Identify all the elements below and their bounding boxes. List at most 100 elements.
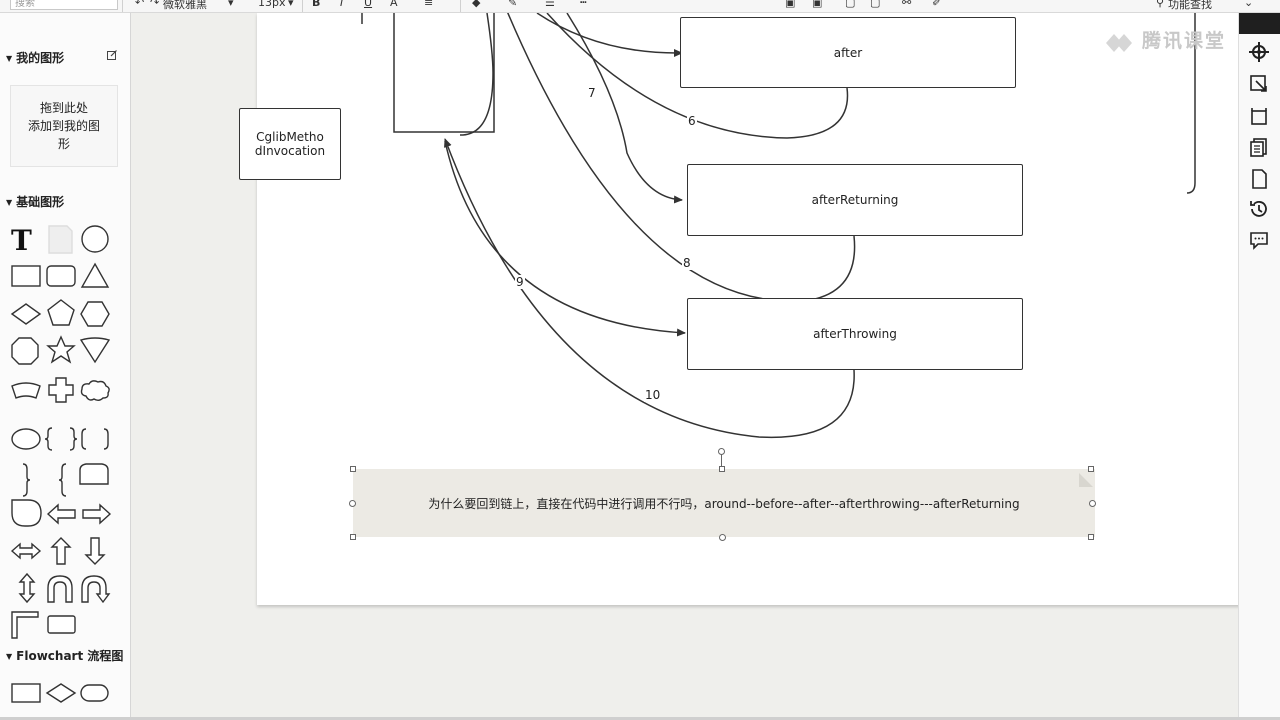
diamond-shape-icon[interactable]: [10, 303, 42, 325]
font-size-select[interactable]: 13px: [258, 0, 286, 9]
invoker-box[interactable]: [393, 13, 495, 133]
chevron-down-icon[interactable]: ▾: [288, 0, 294, 9]
font-color-button[interactable]: A: [390, 0, 398, 9]
my-shapes-header[interactable]: ▼我的图形: [6, 49, 64, 66]
format-painter-icon[interactable]: ✐: [932, 0, 942, 9]
line-width-icon[interactable]: ☰: [545, 0, 555, 9]
resize-handle-w[interactable]: [349, 500, 356, 507]
resize-handle-se[interactable]: [1088, 534, 1094, 540]
octagon-shape-icon[interactable]: [11, 337, 39, 365]
edge-label-6[interactable]: 6: [687, 114, 697, 128]
edge-label-10[interactable]: 10: [644, 388, 662, 402]
resize-handle-n[interactable]: [719, 466, 725, 472]
rectangle-small-shape-icon[interactable]: [47, 615, 76, 634]
edge-label-9[interactable]: 9: [515, 275, 525, 289]
edit-icon[interactable]: [107, 50, 117, 60]
curly-left-shape-icon[interactable]: [58, 463, 67, 497]
speech-bubble-shape-icon[interactable]: [11, 428, 41, 450]
line-color-icon[interactable]: ✎: [508, 0, 518, 9]
brace-right-shape-icon[interactable]: [69, 427, 78, 451]
node-after[interactable]: after: [680, 17, 1016, 88]
line-style-icon[interactable]: ┅: [580, 0, 587, 9]
rectangle-shape-icon[interactable]: [11, 265, 41, 287]
selected-note-shape[interactable]: 为什么要回到链上，直接在代码中进行调用不行吗，around--before--a…: [353, 469, 1095, 537]
pages-icon[interactable]: [1248, 136, 1270, 158]
decision-shape-icon[interactable]: [45, 683, 77, 703]
node-cglib-method-invocation[interactable]: CglibMetho dInvocation: [239, 108, 341, 180]
text-shape-icon[interactable]: T: [11, 224, 32, 257]
arrow-left-shape-icon[interactable]: [46, 503, 76, 525]
arrow-left-right-shape-icon[interactable]: [10, 542, 42, 560]
chevron-down-icon[interactable]: ▾: [228, 0, 234, 9]
node-after-returning[interactable]: afterReturning: [687, 164, 1023, 236]
my-shapes-drop-zone[interactable]: 拖到此处 添加到我的图 形: [10, 85, 118, 167]
align-icon[interactable]: ≡: [424, 0, 434, 9]
u-turn-arrow-shape-icon[interactable]: [81, 575, 111, 604]
resize-handle-e[interactable]: [1089, 500, 1096, 507]
feature-search-button[interactable]: 功能查找: [1168, 0, 1212, 11]
cone-shape-icon[interactable]: [79, 337, 111, 364]
tape-shape-icon[interactable]: [79, 463, 109, 485]
pentagon-shape-icon[interactable]: [47, 299, 75, 326]
font-family-select[interactable]: 微软雅黑: [163, 0, 207, 11]
edge-label-8[interactable]: 8: [682, 256, 692, 270]
flowchart-header[interactable]: ▼Flowchart 流程图: [6, 647, 123, 664]
bracket-right-shape-icon[interactable]: [103, 428, 109, 450]
drawing-canvas[interactable]: after afterReturning afterThrowing Cglib…: [131, 13, 1238, 718]
brace-left-shape-icon[interactable]: [44, 427, 53, 451]
format-panel-icon[interactable]: [1248, 73, 1270, 95]
fill-color-icon[interactable]: ◆: [472, 0, 481, 9]
corner-shape-icon[interactable]: [11, 611, 39, 639]
bracket-left-shape-icon[interactable]: [81, 428, 87, 450]
diagram-page[interactable]: after afterReturning afterThrowing Cglib…: [239, 13, 1238, 605]
history-icon[interactable]: [1248, 198, 1270, 220]
connector-edge[interactable]: [536, 13, 683, 57]
curly-right-shape-icon[interactable]: [22, 463, 31, 497]
node-after-throwing[interactable]: afterThrowing: [687, 298, 1023, 370]
edge-label-7[interactable]: 7: [587, 86, 597, 100]
resize-handle-s[interactable]: [719, 534, 726, 541]
shape-search-input[interactable]: 搜索: [10, 0, 118, 10]
note-shape-icon[interactable]: [48, 225, 73, 254]
triangle-shape-icon[interactable]: [80, 262, 110, 288]
group-icon[interactable]: ▢: [870, 0, 881, 9]
link-icon[interactable]: ⚯: [902, 0, 912, 9]
connector-edge-8[interactable]: [507, 13, 856, 303]
banner-shape-icon[interactable]: [11, 382, 41, 399]
resize-handle-ne[interactable]: [1088, 466, 1094, 472]
undo-icon[interactable]: ↶: [135, 0, 145, 9]
u-turn-shape-icon[interactable]: [47, 575, 73, 603]
page-settings-icon[interactable]: [1248, 105, 1270, 127]
italic-button[interactable]: I: [340, 0, 344, 9]
connector-edge-9[interactable]: [444, 140, 686, 337]
arrow-right-shape-icon[interactable]: [82, 503, 112, 525]
terminator-shape-icon[interactable]: [80, 684, 109, 702]
basic-shapes-header[interactable]: ▼基础图形: [6, 193, 64, 210]
underline-button[interactable]: U: [364, 0, 373, 9]
collapse-toolbar-icon[interactable]: ⌄: [1244, 0, 1254, 9]
arrow-up-down-shape-icon[interactable]: [18, 572, 36, 604]
comment-icon[interactable]: [1248, 229, 1270, 251]
navigate-icon[interactable]: [1248, 41, 1270, 63]
connector-edge-6[interactable]: [546, 13, 849, 139]
rounded-rectangle-shape-icon[interactable]: [46, 265, 76, 287]
connector-edge-7[interactable]: [566, 13, 683, 204]
document-icon[interactable]: [1248, 168, 1270, 190]
cross-shape-icon[interactable]: [48, 377, 74, 403]
bold-button[interactable]: B: [312, 0, 321, 9]
connector-edge[interactable]: [460, 13, 494, 136]
cloud-shape-icon[interactable]: [80, 380, 110, 401]
resize-handle-nw[interactable]: [350, 466, 356, 472]
back-icon[interactable]: ▣: [812, 0, 823, 9]
arrow-up-shape-icon[interactable]: [50, 537, 72, 565]
star-shape-icon[interactable]: [46, 335, 76, 364]
front-icon[interactable]: ▣: [785, 0, 796, 9]
connector-edge-10[interactable]: [444, 138, 855, 439]
hexagon-shape-icon[interactable]: [80, 301, 110, 327]
arrow-down-shape-icon[interactable]: [84, 537, 106, 565]
redo-icon[interactable]: ↷: [150, 0, 160, 9]
resize-handle-sw[interactable]: [350, 534, 356, 540]
lock-icon[interactable]: ▢: [845, 0, 856, 9]
process-shape-icon[interactable]: [11, 683, 41, 703]
circle-shape-icon[interactable]: [81, 225, 109, 253]
